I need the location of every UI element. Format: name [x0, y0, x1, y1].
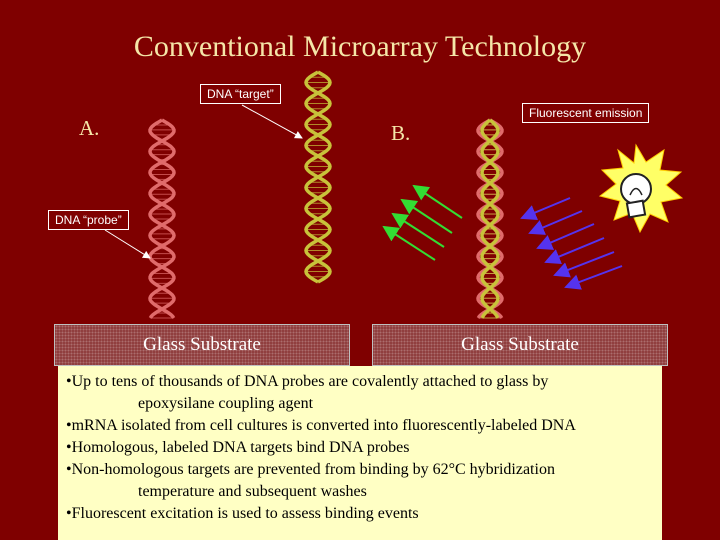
emission-arrows [382, 184, 463, 261]
panel-a-label: A. [79, 116, 100, 140]
note-text: •mRNA isolated from cell cultures is con… [66, 417, 576, 434]
excitation-arrows [520, 197, 623, 290]
note-continuation: epoxysilane coupling agent [138, 395, 314, 412]
probe-callout: DNA “probe” [48, 210, 129, 230]
dna-target-helix-a [304, 70, 332, 284]
dna-probe-helix-a [148, 118, 176, 319]
note-item: •Up to tens of thousands of DNA probes a… [66, 371, 654, 415]
backbone-strand [304, 70, 332, 284]
note-item: •mRNA isolated from cell cultures is con… [66, 415, 654, 437]
slide-title: Conventional Microarray Technology [133, 30, 587, 63]
glass-substrate-left: Glass Substrate [54, 324, 350, 366]
note-text: •Up to tens of thousands of DNA probes a… [66, 373, 549, 390]
backbone-strand [480, 118, 500, 319]
backbone-strand [480, 118, 500, 319]
backbone-strand [148, 118, 176, 319]
target-pointer-arrow [241, 104, 303, 139]
note-continuation: temperature and subsequent washes [138, 483, 367, 500]
note-text: •Non-homologous targets are prevented fr… [66, 461, 555, 478]
note-item: •Fluorescent excitation is used to asses… [66, 503, 654, 525]
emission-callout: Fluorescent emission [522, 103, 650, 123]
note-text: •Fluorescent excitation is used to asses… [66, 505, 419, 522]
note-item: •Non-homologous targets are prevented fr… [66, 459, 654, 503]
dna-target-helix-b [480, 118, 500, 319]
notes-box: •Up to tens of thousands of DNA probes a… [58, 366, 662, 540]
note-item: •Homologous, labeled DNA targets bind DN… [66, 437, 654, 459]
backbone-strand [148, 118, 176, 319]
glass-substrate-right: Glass Substrate [372, 324, 668, 366]
probe-pointer-arrow [104, 229, 151, 259]
note-text: •Homologous, labeled DNA targets bind DN… [66, 439, 410, 456]
panel-b-label: B. [391, 121, 411, 145]
target-callout: DNA “target” [200, 84, 281, 104]
lightbulb-icon [598, 143, 684, 234]
